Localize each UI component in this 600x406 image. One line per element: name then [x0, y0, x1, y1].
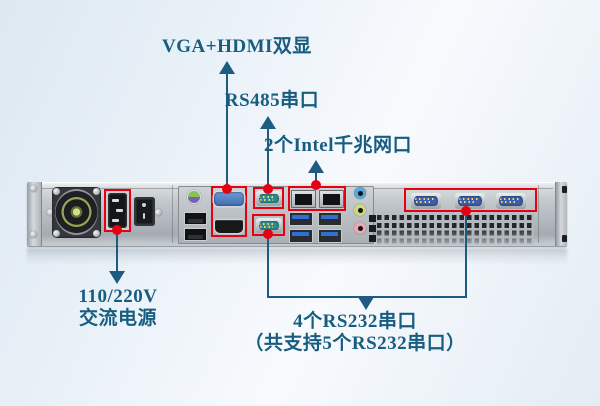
shield-cutout [369, 215, 376, 222]
shield-cutout [369, 235, 376, 242]
server-chassis [27, 182, 567, 246]
usb3-port [318, 229, 342, 243]
label-power-type: 交流电源 [78, 308, 158, 329]
ear-slot [562, 235, 567, 242]
usb2-port [184, 228, 207, 241]
psu-fan [52, 187, 101, 238]
screw-icon [30, 231, 37, 238]
arrow-up-icon [219, 61, 235, 74]
power-switch-o-mark [142, 203, 146, 207]
screw-icon [155, 209, 162, 216]
screw-icon [93, 188, 100, 195]
vent-grid [377, 215, 534, 245]
panel-seam [172, 185, 173, 243]
ac-power-inlet [108, 193, 127, 228]
callout-dot-rs485 [263, 184, 273, 194]
power-switch-i-mark [143, 213, 145, 219]
arrow-up-icon [308, 160, 324, 173]
rs232-serial-port [496, 193, 526, 209]
screw-icon [47, 209, 54, 216]
rs232-serial-port [455, 193, 485, 209]
power-switch [134, 197, 155, 226]
callout-line-rs232-left [267, 235, 269, 298]
ac-prong-slot [112, 199, 119, 202]
chassis-reflection [27, 248, 567, 265]
arrow-up-icon [260, 116, 276, 129]
callout-dot-power [112, 225, 122, 235]
ac-prong-slot [116, 209, 123, 212]
callout-dot-rs232-right [461, 206, 471, 216]
hdmi-port [215, 220, 243, 233]
callout-line-rs232-right [465, 212, 467, 298]
label-rs485: RS485串口 [224, 90, 320, 111]
ps2-port [187, 190, 201, 204]
shield-cutout [369, 225, 376, 232]
callout-dot-vga [222, 184, 232, 194]
callout-dot-rs232-mid [263, 229, 273, 239]
callout-dot-lan [311, 180, 321, 190]
usb2-port [184, 212, 207, 225]
callout-line-lan [315, 173, 317, 185]
rj45-lan-port [291, 190, 316, 208]
audio-mic-jack [354, 222, 366, 234]
psu-fan-blades [55, 189, 98, 235]
ac-prong-slot [112, 219, 119, 222]
label-power-voltage: 110/220V [78, 286, 158, 307]
rs232-serial-port [256, 218, 282, 233]
label-vga-hdmi: VGA+HDMI双显 [162, 36, 312, 57]
ear-slot [562, 186, 567, 193]
label-rs232-count: 4个RS232串口 [293, 311, 417, 332]
screw-icon [93, 230, 100, 237]
ac-power-inlet-highlight-box [104, 189, 131, 232]
rs232-serial-port [411, 193, 441, 209]
label-rs232-total: （共支持5个RS232串口） [244, 333, 466, 354]
audio-line-out-jack [354, 204, 366, 216]
screw-icon [30, 185, 37, 192]
callout-line-vga [226, 74, 228, 188]
arrow-down-icon [109, 271, 125, 284]
rs485-serial-port [256, 191, 282, 206]
vga-port [214, 192, 244, 206]
arrow-down-icon [358, 297, 374, 310]
screw-icon [53, 188, 60, 195]
callout-line-power [116, 231, 118, 273]
usb3-port [289, 229, 313, 243]
usb3-port [318, 212, 342, 226]
audio-line-in-jack [354, 187, 366, 199]
rack-ear-left [27, 182, 42, 246]
callout-line-rs485 [267, 129, 269, 189]
rj45-lan-port [319, 190, 344, 208]
usb3-port [289, 212, 313, 226]
panel-seam [538, 185, 539, 243]
label-lan: 2个Intel千兆网口 [263, 135, 413, 156]
screw-icon [53, 230, 60, 237]
rack-ear-right [555, 182, 567, 246]
